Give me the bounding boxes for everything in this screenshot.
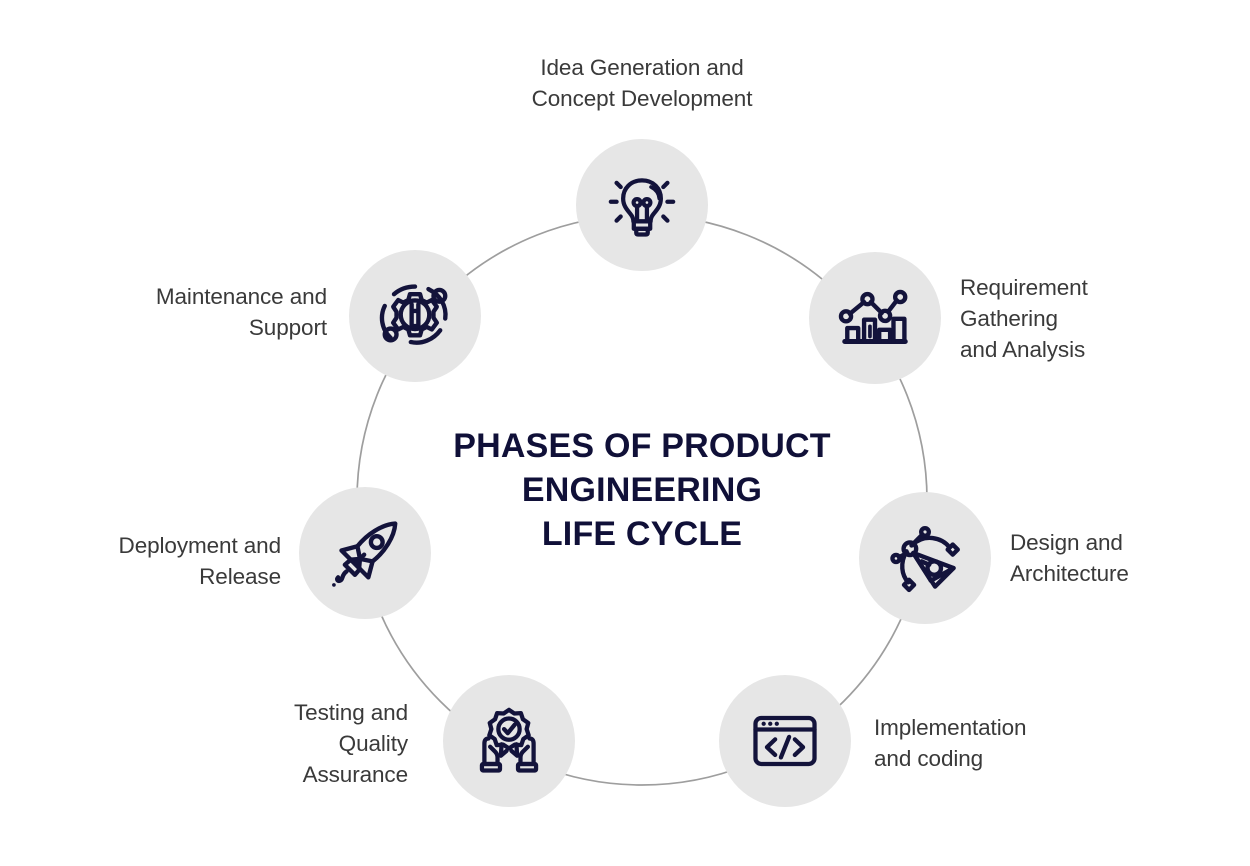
phase-label-testing-quality-assurance: Testing and Quality Assurance	[294, 700, 408, 787]
quality-badge-hands-icon	[479, 707, 539, 773]
pen-tool-bezier-icon	[890, 525, 960, 593]
phase-label-idea-generation: Idea Generation and Concept Development	[531, 55, 753, 111]
phase-node-implementation-coding[interactable]	[719, 675, 851, 807]
phase-node-design-architecture[interactable]	[859, 492, 991, 624]
phase-label-design-architecture: Design and Architecture	[1010, 530, 1129, 586]
lightbulb-icon	[608, 178, 676, 237]
bar-chart-analytics-icon	[838, 289, 908, 345]
code-window-icon	[753, 715, 817, 767]
phase-node-maintenance-support[interactable]	[349, 250, 481, 382]
phase-node-idea-generation[interactable]	[576, 139, 708, 271]
phase-label-implementation-coding: Implementation and coding	[874, 715, 1027, 771]
page-title: PHASES OF PRODUCT ENGINEERING LIFE CYCLE	[453, 427, 831, 553]
phase-label-maintenance-support: Maintenance and Support	[155, 284, 327, 340]
gear-wrench-orbit-icon	[379, 284, 448, 345]
phase-node-testing-quality-assurance[interactable]	[443, 675, 575, 807]
phase-label-requirement-gathering: Requirement Gathering and Analysis	[960, 275, 1088, 362]
rocket-icon	[332, 521, 398, 587]
phase-node-requirement-gathering[interactable]	[809, 252, 941, 384]
phase-label-deployment-release: Deployment and Release	[118, 533, 282, 589]
phase-node-deployment-release[interactable]	[299, 487, 431, 619]
